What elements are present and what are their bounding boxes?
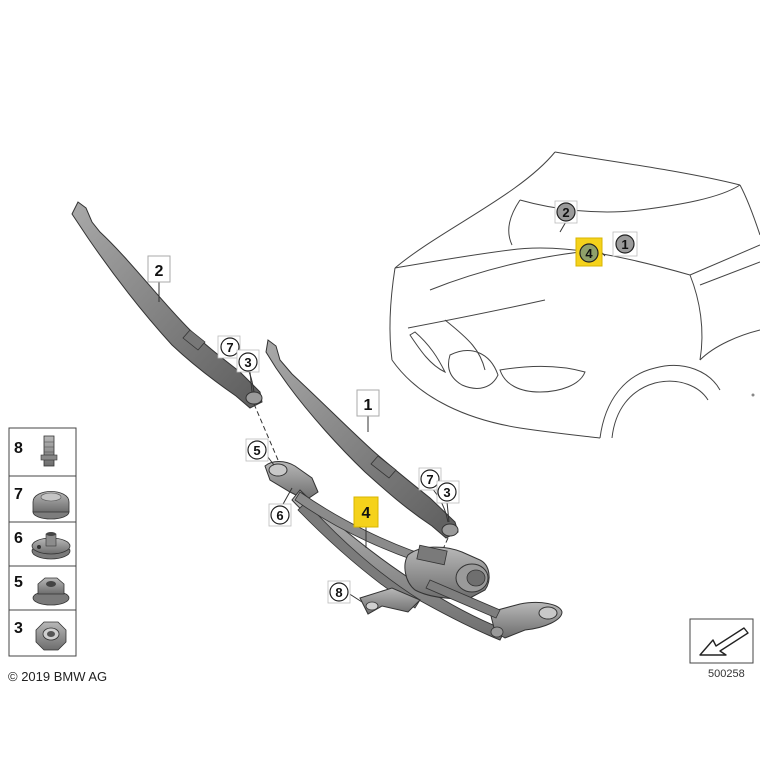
car-outline [389,151,760,439]
wiper-arm-right [265,339,459,539]
callout-nut-left: 3 [236,349,260,373]
callout-car-4-highlight: 4 [575,237,603,267]
callout-arm-right: 1 [356,389,380,417]
callout-spacer: 6 [268,503,292,527]
edge-marker [751,393,755,397]
svg-text:2: 2 [562,205,569,220]
legend-num-6: 6 [14,530,23,547]
svg-text:3: 3 [443,485,450,500]
svg-text:7: 7 [426,472,433,487]
svg-text:6: 6 [276,508,283,523]
svg-text:8: 8 [335,585,342,600]
callout-nut-cap-left: 7 [217,335,241,359]
grommet-icon [31,532,71,560]
flange-nut-icon [32,577,70,606]
svg-text:1: 1 [621,237,628,252]
parts-legend: 8 7 6 5 3 [8,427,77,657]
svg-text:7: 7 [226,340,233,355]
legend-num-7: 7 [14,486,23,503]
legend-num-8: 8 [14,440,23,457]
hex-nut-icon [35,621,67,651]
svg-text:5: 5 [253,443,260,458]
svg-text:1: 1 [364,397,373,414]
stud-bolt-icon [40,435,58,467]
diagram-number: 500258 [708,668,745,680]
direction-arrow-icon [689,618,754,664]
callout-car-1: 1 [612,231,638,257]
callout-bolt: 8 [327,580,351,604]
svg-text:4: 4 [585,246,593,261]
callout-arm-left: 2 [147,255,171,283]
callout-flange-nut: 5 [245,438,269,462]
svg-text:3: 3 [244,355,251,370]
copyright-text: © 2019 BMW AG [8,669,108,684]
callout-car-2: 2 [554,200,578,224]
callout-nut-right: 3 [436,480,460,504]
wiper-arm-left [71,201,263,409]
legend-num-5: 5 [14,574,23,591]
callout-nut-cap-right: 7 [418,467,442,491]
legend-num-3: 3 [14,620,23,637]
nut-cap-icon [32,491,70,520]
wiper-linkage [253,403,563,641]
callout-linkage-highlight: 4 [353,496,379,528]
svg-text:2: 2 [155,263,164,280]
svg-text:4: 4 [362,505,371,522]
